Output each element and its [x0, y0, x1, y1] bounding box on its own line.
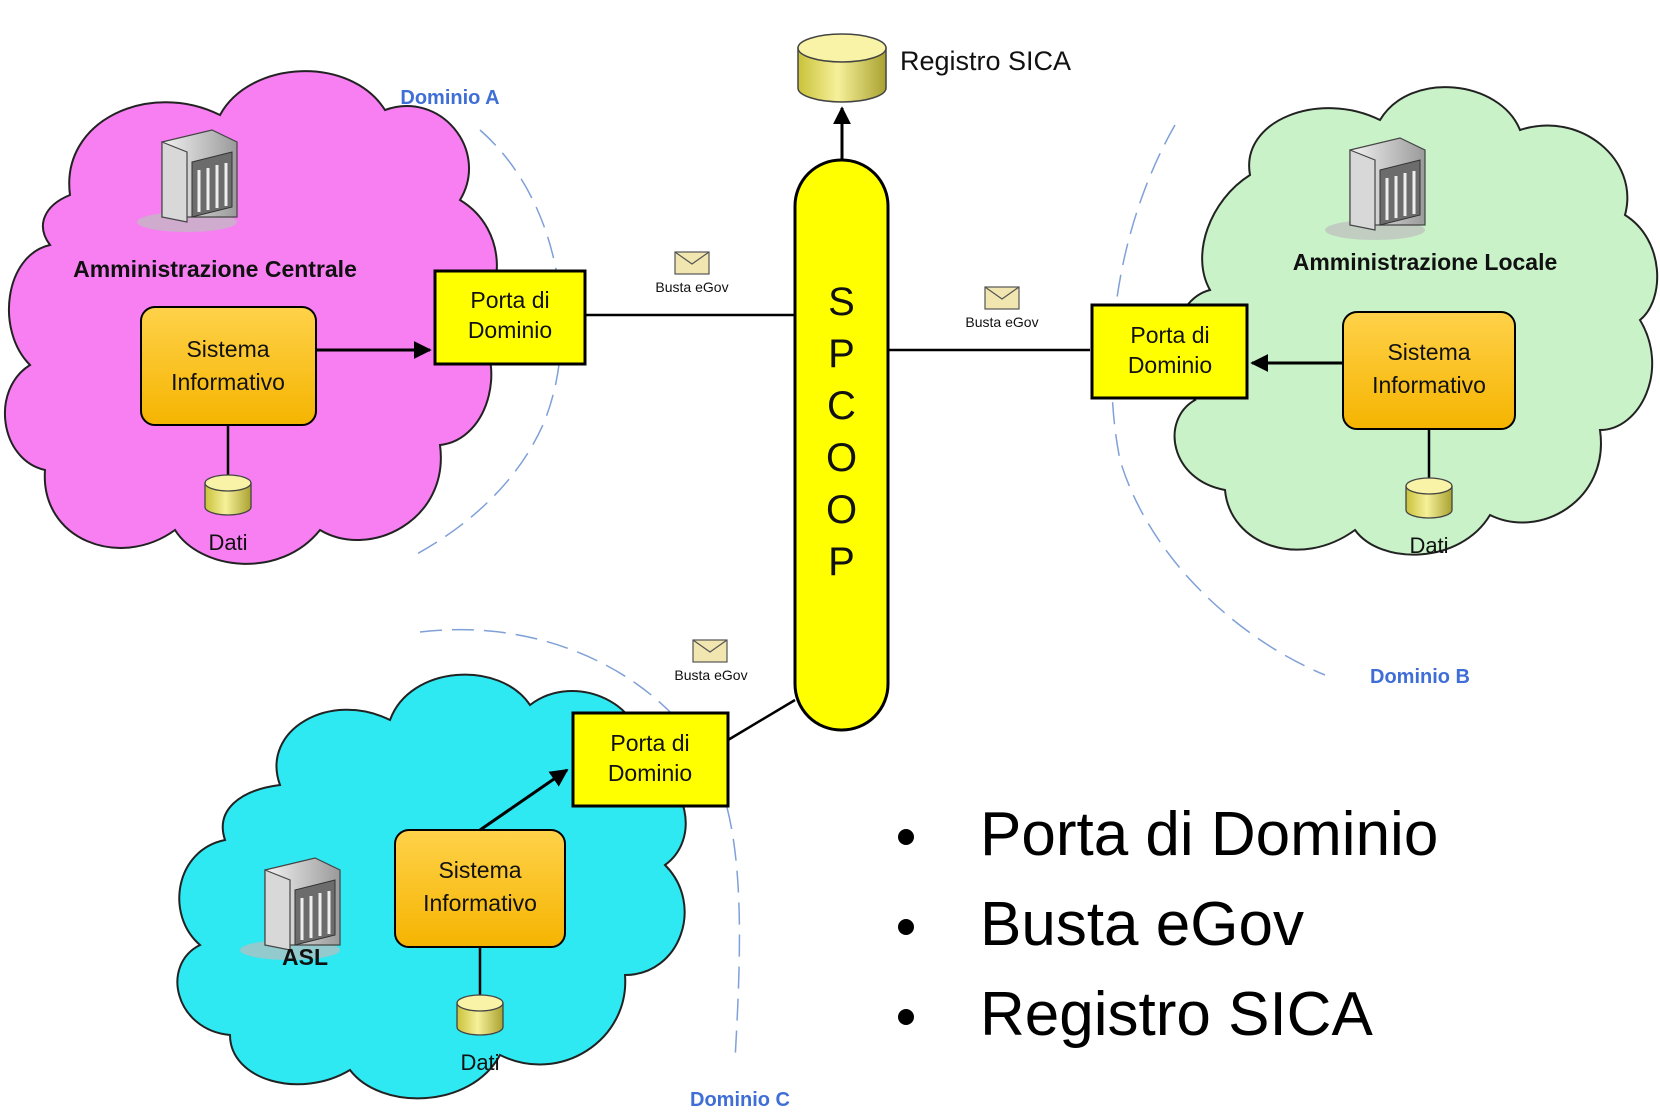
central-gateway-box	[433, 269, 587, 366]
local-data-label: Dati	[1409, 533, 1448, 558]
registry-label: Registro SICA	[900, 46, 1071, 76]
building-icon	[240, 857, 341, 960]
central-gateway-label-1: Porta di	[470, 287, 549, 313]
central-data-label: Dati	[208, 530, 247, 555]
link-asl	[727, 698, 796, 742]
envelope-label-local: Busta eGov	[965, 314, 1038, 330]
central-gateway-label-2: Dominio	[468, 317, 552, 343]
central-system-box	[140, 306, 317, 426]
building-icon	[137, 129, 238, 232]
local-system-label-1: Sistema	[1387, 339, 1470, 365]
summary-bullets: Porta di Dominio Busta eGov Registro SIC…	[880, 790, 1438, 1060]
spcoop-letter: S	[828, 280, 855, 324]
asl-system-box	[394, 829, 566, 948]
bullet-text: Busta eGov	[980, 890, 1304, 959]
bullet-icon	[898, 919, 914, 935]
local-title: Amministrazione Locale	[1293, 249, 1558, 275]
spcoop-letter: O	[826, 488, 857, 532]
bullet-item: Registro SICA	[880, 970, 1438, 1060]
central-database-icon	[204, 474, 252, 516]
asl-system-label-1: Sistema	[438, 857, 521, 883]
bullet-text: Registro SICA	[980, 980, 1373, 1049]
domain-a-label: Dominio A	[400, 87, 499, 109]
asl-gateway-label-2: Dominio	[608, 760, 692, 786]
spcoop-letter: O	[826, 436, 857, 480]
bullet-icon	[898, 829, 914, 845]
local-gateway-box	[1090, 303, 1249, 400]
asl-gateway-label-1: Porta di	[610, 730, 689, 756]
envelope-label-central: Busta eGov	[655, 279, 728, 295]
asl-system-label-2: Informativo	[423, 890, 537, 916]
bullet-item: Busta eGov	[880, 880, 1438, 970]
local-database-icon	[1405, 477, 1453, 519]
asl-data-label: Dati	[460, 1050, 499, 1075]
asl-gateway-box	[571, 711, 730, 808]
bullet-icon	[898, 1009, 914, 1025]
spcoop-letter: P	[828, 540, 855, 584]
envelope-icon	[984, 286, 1020, 310]
spcoop-backbone	[793, 158, 890, 732]
building-icon	[1325, 137, 1426, 240]
registry-database-icon	[797, 33, 887, 103]
local-system-label-2: Informativo	[1372, 372, 1486, 398]
domain-c-label: Dominio C	[690, 1089, 790, 1111]
envelope-icon	[692, 639, 728, 663]
local-gateway-label-2: Dominio	[1128, 352, 1212, 378]
envelope-label-asl: Busta eGov	[674, 667, 747, 683]
asl-database-icon	[456, 994, 504, 1036]
spcoop-letter: P	[828, 332, 855, 376]
local-gateway-label-1: Porta di	[1130, 322, 1209, 348]
asl-system-to-gateway-arrow	[479, 768, 569, 832]
envelope-icon	[674, 251, 710, 275]
domain-b-label: Dominio B	[1370, 666, 1470, 688]
central-title: Amministrazione Centrale	[73, 256, 357, 282]
bullet-item: Porta di Dominio	[880, 790, 1438, 880]
central-system-label-1: Sistema	[186, 336, 269, 362]
asl-title: ASL	[282, 944, 328, 970]
local-system-box	[1342, 311, 1516, 430]
bullet-text: Porta di Dominio	[980, 800, 1439, 869]
spcoop-letter: C	[827, 384, 856, 428]
central-system-label-2: Informativo	[171, 369, 285, 395]
